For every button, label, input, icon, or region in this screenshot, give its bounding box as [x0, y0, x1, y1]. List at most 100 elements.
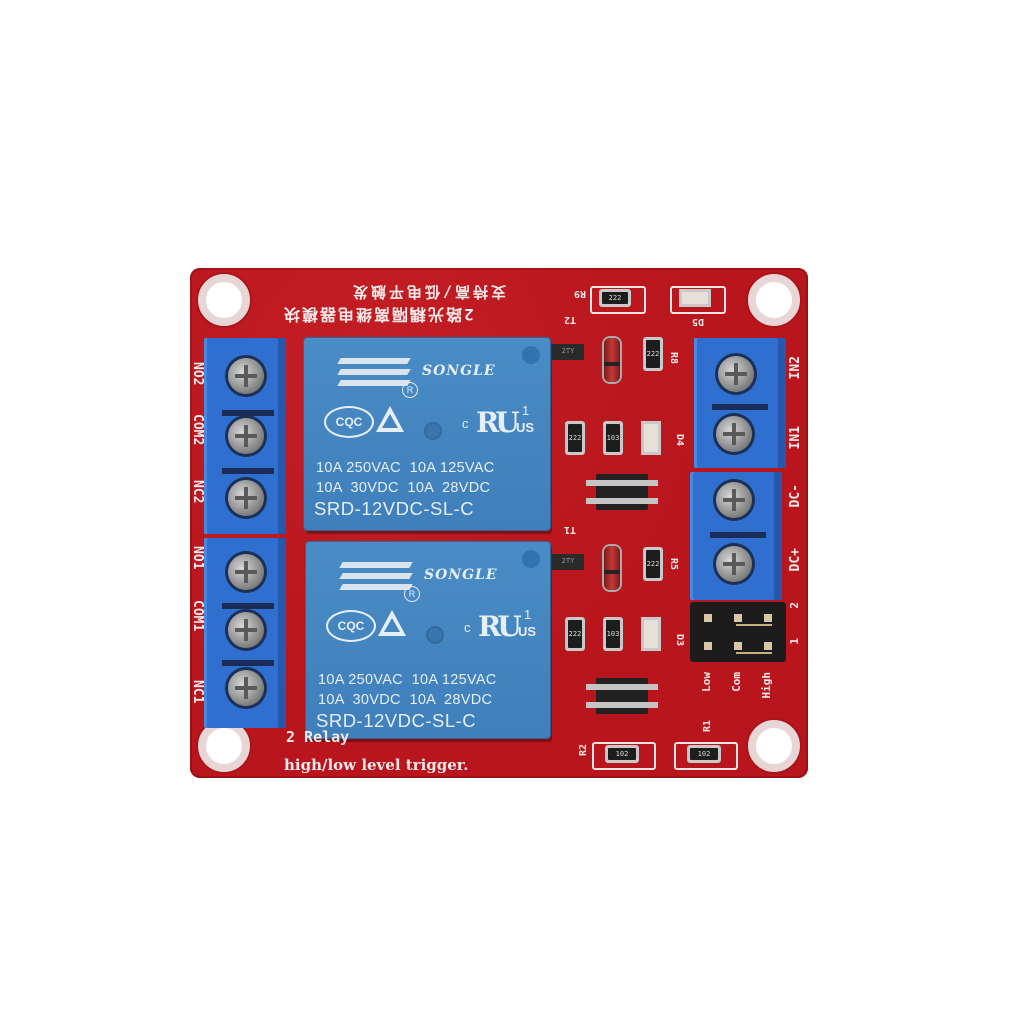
silkscreen-english-line1: 2 Relay	[286, 728, 350, 746]
relay-module-board: 支持高/低电平触发 2路光耦隔离继电器模块 NO2 COM2 NC2 NO1 C…	[190, 268, 808, 778]
ul-cert-icon: RU	[476, 406, 520, 439]
silkscreen-english-line2: high/low level trigger.	[284, 756, 469, 774]
label-jumper-2: 2	[788, 602, 801, 609]
transistor-t1: 2TY	[552, 554, 584, 570]
relay-rating-line1: 10A 250VAC 10A 125VAC	[316, 460, 495, 476]
terminal-divider	[712, 404, 768, 410]
jumper-pin	[734, 614, 742, 622]
relay-notch	[522, 346, 540, 364]
ref-t2: T2	[564, 314, 577, 325]
cert-triangle-icon	[376, 406, 404, 432]
led-d5	[682, 292, 708, 304]
label-nc1: NC1	[190, 680, 205, 704]
resistor-103-ch2: 103	[606, 424, 620, 452]
relay-center-dot	[426, 424, 440, 438]
mounting-hole-top-left	[198, 274, 250, 326]
label-dc-minus: DC-	[788, 484, 803, 508]
jumper-pin	[704, 642, 712, 650]
pad-outline	[670, 286, 726, 314]
terminal-screw-dc-minus[interactable]	[716, 482, 752, 518]
relay-brand: SONGLE	[422, 363, 496, 379]
registered-mark-icon: R	[402, 382, 418, 398]
resistor-r5: 222	[646, 550, 660, 578]
transistor-t2: 2TY	[552, 344, 584, 360]
ref-r8: R8	[668, 352, 679, 365]
terminal-screw-no1[interactable]	[228, 554, 264, 590]
pad-outline	[592, 742, 656, 770]
ul-c: c	[462, 416, 469, 431]
label-com1: COM1	[190, 600, 205, 632]
terminal-divider	[222, 660, 274, 666]
label-in2: IN2	[788, 356, 803, 380]
terminal-screw-nc2[interactable]	[228, 480, 264, 516]
optocoupler-u1	[586, 678, 658, 714]
jumper-wire	[736, 652, 772, 654]
terminal-divider	[710, 532, 766, 538]
ul-cert-icon: RU	[478, 610, 522, 643]
ul-us: US	[516, 420, 535, 435]
ref-r9: R9	[574, 288, 587, 299]
ref-d4: D4	[674, 434, 685, 447]
relay-rating-line2: 10A 30VDC 10A 28VDC	[318, 692, 493, 708]
relay-model: SRD-12VDC-SL-C	[316, 710, 477, 731]
led-d4	[644, 424, 658, 452]
terminal-divider	[222, 603, 274, 609]
label-low: Low	[700, 672, 713, 692]
relay-model: SRD-12VDC-SL-C	[314, 498, 475, 519]
label-dc-plus: DC+	[788, 548, 803, 572]
led-d3	[644, 620, 658, 648]
label-in1: IN1	[788, 426, 803, 450]
resistor-r4: 222	[568, 620, 582, 648]
silkscreen-chinese-line1: 2路光耦隔离继电器模块	[282, 305, 474, 324]
diode-d2	[604, 338, 620, 382]
label-nc2: NC2	[190, 480, 205, 504]
relay-2: SONGLE R CQC c RU 1 US 10A 250VAC 10A 12…	[304, 338, 550, 530]
ref-r2: R2	[578, 744, 589, 757]
ul-one: 1	[524, 607, 532, 622]
jumper-pin	[734, 642, 742, 650]
label-high: High	[760, 672, 773, 699]
ul-c: c	[464, 620, 471, 635]
ref-t1: T1	[564, 524, 577, 535]
ul-us: US	[518, 624, 537, 639]
registered-mark-icon: R	[404, 586, 420, 602]
relay-rating-line2: 10A 30VDC 10A 28VDC	[316, 480, 491, 496]
jumper-pin	[764, 614, 772, 622]
jumper-wire	[736, 624, 772, 626]
label-com: Com	[730, 672, 743, 692]
songle-logo-icon	[337, 358, 411, 398]
songle-logo-icon	[339, 562, 413, 602]
relay-1: SONGLE R CQC c RU 1 US 10A 250VAC 10A 12…	[306, 542, 550, 738]
terminal-divider	[222, 410, 274, 416]
ref-r5: R5	[668, 558, 679, 571]
relay-rating-line1: 10A 250VAC 10A 125VAC	[318, 672, 497, 688]
terminal-screw-dc-plus[interactable]	[716, 546, 752, 582]
label-jumper-1: 1	[788, 638, 801, 645]
pad-outline	[674, 742, 738, 770]
silkscreen-chinese-line2: 支持高/低电平触发	[350, 283, 507, 301]
jumper-pin	[704, 614, 712, 622]
optocoupler-u2	[586, 474, 658, 510]
terminal-screw-no2[interactable]	[228, 358, 264, 394]
terminal-screw-nc1[interactable]	[228, 670, 264, 706]
terminal-screw-in1[interactable]	[716, 416, 752, 452]
ref-d3: D3	[674, 634, 685, 647]
diode-d1	[604, 546, 620, 590]
cqc-cert-icon: CQC	[324, 406, 374, 438]
trigger-jumper-header[interactable]	[690, 602, 786, 662]
cert-triangle-icon	[378, 610, 406, 636]
cqc-cert-icon: CQC	[326, 610, 376, 642]
mounting-hole-bottom-right	[748, 720, 800, 772]
terminal-screw-com1[interactable]	[228, 612, 264, 648]
resistor-r8: 222	[646, 340, 660, 368]
ul-one: 1	[522, 403, 530, 418]
pad-outline	[590, 286, 646, 314]
resistor-r1: 102	[690, 748, 718, 760]
relay-notch	[522, 550, 540, 568]
terminal-screw-in2[interactable]	[718, 356, 754, 392]
label-no1: NO1	[190, 546, 205, 570]
relay-center-dot	[428, 628, 442, 642]
resistor-103-ch1: 103	[606, 620, 620, 648]
terminal-screw-com2[interactable]	[228, 418, 264, 454]
resistor-r2: 102	[608, 748, 636, 760]
